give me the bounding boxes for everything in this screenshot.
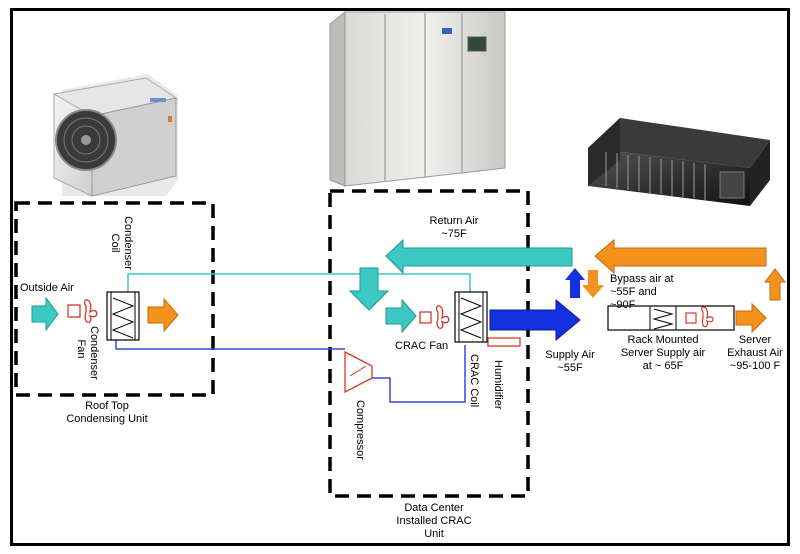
return-air-arrow: [385, 238, 573, 275]
roof-top-unit-boundary: [14, 201, 215, 397]
humidifier-icon: [487, 337, 521, 347]
crac-cabinet-photo: [329, 10, 506, 187]
hot-return-arrow: [594, 238, 767, 275]
crac-fan-label: CRAC Fan: [395, 340, 449, 352]
outside-air-label: Outside Air: [20, 282, 74, 294]
return-air-down-arrow: [348, 267, 390, 311]
crac-fan-intake-arrow: [385, 298, 417, 334]
supply-air-arrow: [489, 298, 581, 342]
bypass-air-label: Bypass air at ~55F and ~90F: [610, 273, 674, 311]
crac-coil-icon: [454, 291, 488, 343]
return-air-label: Return Air ~75F: [429, 215, 479, 240]
outside-air-arrow: [31, 296, 59, 332]
bypass-up-arrow: [565, 268, 585, 298]
refrigerant-line-lower: [115, 330, 345, 350]
roof-top-unit-label: Roof Top Condensing Unit: [66, 400, 148, 425]
server-exhaust-label: Server Exhaust Air ~95-100 F: [727, 334, 783, 372]
crac-coil-label: CRAC Coil: [468, 354, 480, 408]
blade-server-photo: [588, 118, 770, 206]
exhaust-up-arrow: [763, 268, 787, 301]
server-fan-icon: [685, 306, 714, 328]
rack-supply-label: Rack Mounted Server Supply air at ~ 65F: [620, 334, 706, 372]
condenser-exhaust-arrow: [147, 297, 179, 333]
compressor-icon: [344, 350, 373, 394]
condenser-fan-label: Condenser Fan: [75, 326, 100, 380]
condenser-coil-icon: [106, 291, 140, 341]
crac-fan-icon: [419, 305, 450, 329]
server-exhaust-arrow: [735, 302, 767, 334]
compressor-label: Compressor: [354, 400, 366, 460]
bypass-down-arrow: [582, 270, 604, 298]
refrigerant-line-return: [372, 345, 466, 403]
condenser-fan-icon: [67, 299, 98, 323]
humidifier-label: Humidifier: [492, 360, 504, 410]
diagram-frame: [10, 8, 790, 546]
supply-air-label: Supply Air ~55F: [545, 349, 595, 374]
condenser-coil-label: Condenser Coil: [109, 216, 134, 270]
refrigerant-line-upper: [127, 273, 471, 292]
crac-unit-boundary: [328, 189, 530, 498]
data-center-unit-label: Data Center Installed CRAC Unit: [396, 502, 472, 540]
roof-top-condenser-photo: [52, 74, 178, 197]
